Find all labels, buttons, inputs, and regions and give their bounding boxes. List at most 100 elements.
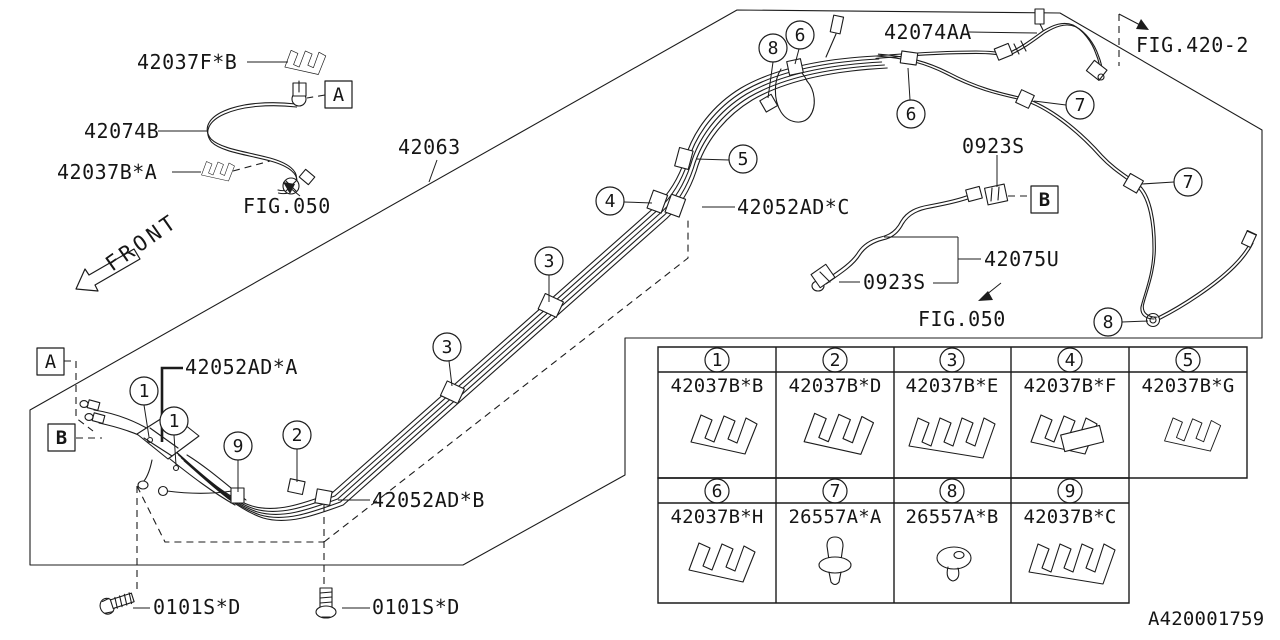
grommet-icon	[936, 546, 972, 582]
table-header-2: 2	[822, 347, 848, 373]
pipe-clip-icon	[1164, 417, 1222, 452]
callout-8-top: 8	[758, 33, 788, 63]
marker-b-right: B	[1039, 189, 1050, 211]
table-part-3: 42037B*E	[905, 375, 998, 397]
svg-text:8: 8	[768, 38, 779, 59]
pipe-clip-wide-icon	[1028, 543, 1116, 585]
table-part-6: 42037B*H	[670, 506, 763, 528]
construction-dashed-lines	[64, 14, 1120, 589]
fuel-hose-42075u-group	[810, 183, 1009, 292]
table-part-4: 42037B*F	[1023, 375, 1116, 397]
svg-text:1: 1	[169, 411, 180, 432]
bolt-0101s-left	[99, 592, 135, 615]
pipe-clip-sleeve-icon	[1030, 414, 1105, 455]
table-part-8: 26557A*B	[905, 506, 998, 528]
front-label: FRONT	[101, 209, 183, 276]
section-markers: A A B B	[36, 80, 1059, 452]
pipe-clips-on-assembly	[230, 50, 1144, 506]
pipe-clip-icon	[284, 49, 327, 75]
leader-lines	[133, 31, 1175, 609]
isometric-plane-outline	[29, 9, 1263, 566]
svg-text:9: 9	[233, 436, 244, 457]
pipe-clip-icon	[688, 542, 756, 583]
table-header-6: 6	[704, 478, 730, 504]
front-direction-arrow: FRONT	[75, 209, 183, 292]
right-branch-pipe	[875, 53, 1258, 328]
svg-text:5: 5	[1183, 350, 1194, 371]
svg-text:1: 1	[139, 381, 150, 402]
label-42074aa: 42074AA	[884, 20, 972, 44]
label-42052ad-c: 42052AD*C	[737, 195, 850, 219]
callout-9: 9	[223, 431, 253, 461]
part-labels: 42037F*B 42074B 42037B*A FIG.050 42063 4…	[57, 20, 1264, 630]
callout-1-upper: 1	[129, 376, 159, 406]
callout-2: 2	[282, 420, 312, 450]
callout-bubbles: 8 6 6 7 7 8 5 4 3 3 1 1 9 2	[129, 20, 1203, 461]
svg-text:2: 2	[830, 350, 841, 371]
label-42052ad-b: 42052AD*B	[372, 488, 485, 512]
drawing-id: A420001759	[1148, 608, 1264, 630]
svg-text:6: 6	[906, 104, 917, 125]
label-0101s-right: 0101S*D	[372, 595, 460, 619]
svg-text:3: 3	[442, 337, 453, 358]
svg-text:3: 3	[544, 251, 555, 272]
svg-text:7: 7	[1183, 172, 1194, 193]
svg-text:1: 1	[712, 350, 723, 371]
callout-3-upper: 3	[534, 246, 564, 276]
label-fig420-2: FIG.420-2	[1136, 33, 1249, 57]
label-fig050-left: FIG.050	[243, 194, 331, 218]
main-fuel-pipe-bundle	[172, 55, 888, 522]
label-fig050-right: FIG.050	[918, 307, 1006, 331]
table-part-1: 42037B*B	[670, 375, 763, 397]
marker-a-top: A	[333, 84, 345, 106]
callout-7-lower: 7	[1173, 167, 1203, 197]
bolt-0101s-right	[315, 587, 337, 619]
svg-text:8: 8	[947, 481, 958, 502]
svg-text:5: 5	[738, 149, 749, 170]
figure-reference-arrows	[283, 13, 1149, 301]
label-42037f-b: 42037F*B	[137, 50, 237, 74]
table-header-8: 8	[939, 478, 965, 504]
label-42063: 42063	[398, 135, 461, 159]
label-0923s-top: 0923S	[962, 134, 1025, 158]
label-0923s-bottom: 0923S	[863, 270, 926, 294]
callout-6-top: 6	[785, 20, 815, 50]
callout-6-mid: 6	[896, 99, 926, 129]
svg-text:8: 8	[1103, 312, 1114, 333]
table-part-7: 26557A*A	[788, 506, 881, 528]
svg-text:9: 9	[1065, 481, 1076, 502]
label-42074b: 42074B	[84, 119, 159, 143]
table-part-9: 42037B*C	[1023, 506, 1116, 528]
callout-4: 4	[595, 186, 625, 216]
table-header-7: 7	[822, 478, 848, 504]
pipe-clip-icon	[803, 412, 875, 455]
label-42052ad-a: 42052AD*A	[185, 355, 298, 379]
svg-text:4: 4	[1065, 350, 1076, 371]
svg-text:3: 3	[947, 350, 958, 371]
pipe-clip-icon	[690, 414, 758, 455]
push-pin-clip-icon	[818, 536, 852, 586]
table-part-2: 42037B*D	[788, 375, 881, 397]
table-header-3: 3	[939, 347, 965, 373]
callout-3-lower: 3	[432, 332, 462, 362]
hose-clamp-icon	[810, 263, 836, 289]
svg-text:7: 7	[1075, 95, 1086, 116]
hose-clamp-icon	[984, 183, 1009, 206]
svg-text:6: 6	[795, 25, 806, 46]
table-header-4: 4	[1057, 347, 1083, 373]
svg-text:4: 4	[605, 191, 616, 212]
pipe-clip-icon	[201, 161, 235, 182]
pipe-clip-wide-icon	[908, 417, 996, 459]
svg-text:7: 7	[830, 481, 841, 502]
label-42075u: 42075U	[984, 247, 1059, 271]
table-header-1: 1	[704, 347, 730, 373]
callout-7-upper: 7	[1065, 90, 1095, 120]
callout-1-lower: 1	[159, 406, 189, 436]
parts-table: 1 2 3 4 5 42037B*B 42037B*D 42037B*E 420…	[657, 346, 1248, 604]
marker-b-left: B	[56, 427, 67, 449]
table-header-5: 5	[1175, 347, 1201, 373]
svg-text:2: 2	[292, 425, 303, 446]
svg-text:6: 6	[712, 481, 723, 502]
